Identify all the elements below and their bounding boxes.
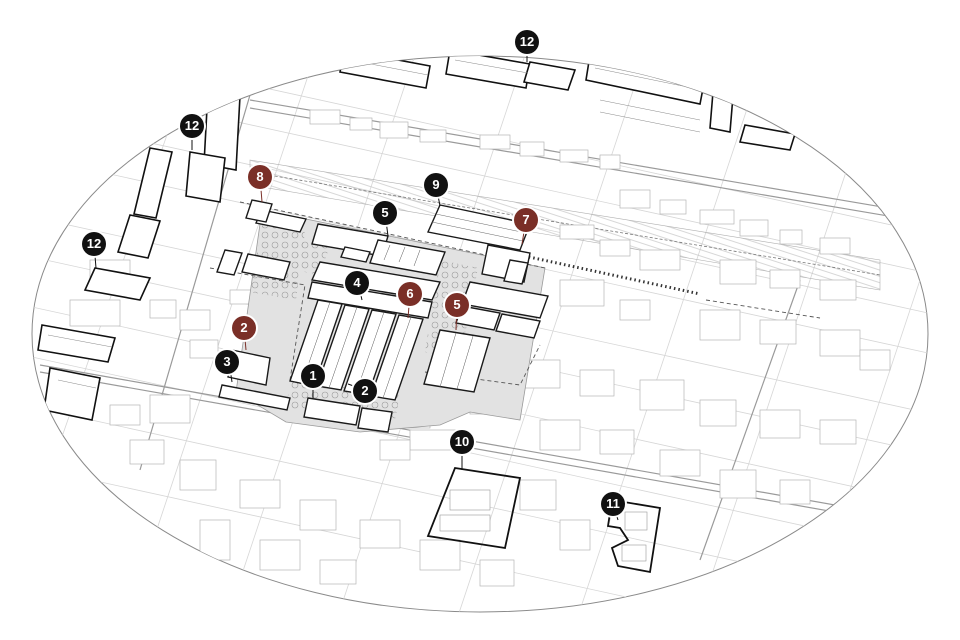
hall-roof-lines	[301, 244, 474, 399]
site-marker-7-highlight[interactable]: 7	[514, 208, 538, 232]
station-roof-lines	[431, 213, 527, 242]
marker-label: 6	[406, 286, 414, 301]
south-outlined-blocks	[426, 467, 662, 574]
marker-label: 12	[184, 118, 200, 133]
west-blocks	[37, 89, 241, 421]
site-marker-2[interactable]: 2	[353, 379, 377, 403]
marker-label: 2	[240, 320, 248, 335]
site-marker-3[interactable]: 3	[215, 350, 239, 374]
site-marker-5-highlight[interactable]: 5	[445, 293, 469, 317]
site-marker-2-highlight[interactable]: 2	[232, 316, 256, 340]
marker-label: 9	[432, 177, 440, 192]
south-inner-buildings	[439, 489, 648, 562]
marker-label: 1	[309, 368, 317, 383]
site-marker-12-west[interactable]: 12	[82, 232, 106, 256]
marker-label: 10	[454, 434, 470, 449]
marker-label: 11	[606, 496, 620, 511]
urban-fabric	[32, 56, 928, 612]
marker-label: 8	[256, 169, 264, 184]
marker-label: 2	[361, 383, 369, 398]
site-marker-8-highlight[interactable]: 8	[248, 165, 272, 189]
marker-label: 12	[86, 236, 102, 251]
site-marker-9[interactable]: 9	[424, 173, 448, 197]
station-hall	[427, 204, 531, 285]
site-marker-4[interactable]: 4	[345, 271, 369, 295]
marker-label: 4	[353, 275, 361, 290]
site-marker-6-highlight[interactable]: 6	[398, 282, 422, 306]
site-marker-12-northwest[interactable]: 12	[180, 114, 204, 138]
site-marker-12-north[interactable]: 12	[515, 30, 539, 54]
site-marker-1[interactable]: 1	[301, 364, 325, 388]
central-halls	[216, 199, 549, 433]
site-marker-10[interactable]: 10	[450, 430, 474, 454]
west-block-lines	[47, 334, 113, 389]
marker-label: 12	[519, 34, 535, 49]
site-marker-5[interactable]: 5	[373, 201, 397, 225]
marker-label: 5	[453, 297, 461, 312]
marker-label: 7	[522, 212, 530, 227]
marker-label: 5	[381, 205, 389, 220]
marker-label: 3	[223, 354, 231, 369]
site-marker-11[interactable]: 11	[601, 492, 625, 516]
